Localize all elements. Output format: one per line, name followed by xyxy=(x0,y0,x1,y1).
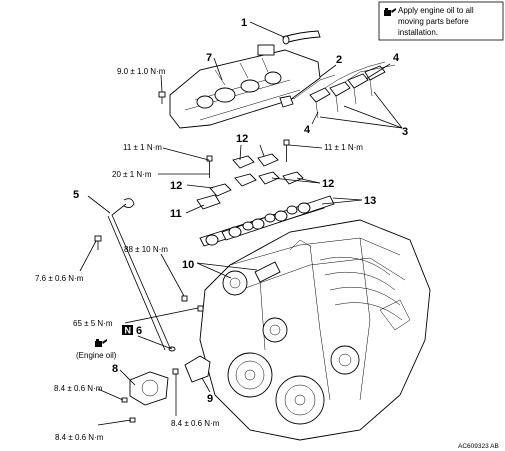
callout-4-top: 4 xyxy=(393,52,400,64)
callout-9: 9 xyxy=(207,393,213,405)
callout-7: 7 xyxy=(206,52,212,64)
callout-11: 11 xyxy=(170,208,182,220)
torque-cap-mid: 20 ± 1 N·m xyxy=(112,170,152,179)
cover-bolt xyxy=(158,91,166,104)
callout-1: 1 xyxy=(241,17,247,29)
engine-oil-label: (Engine oil) xyxy=(76,351,117,360)
gauge-bolt xyxy=(94,235,102,250)
camshaft-caps xyxy=(196,153,304,210)
callout-5: 5 xyxy=(73,189,79,201)
callout-10: 10 xyxy=(182,259,194,271)
torque-65: 65 ± 5 N·m xyxy=(73,319,113,328)
callout-6: 6 xyxy=(136,325,142,337)
leader-lines xyxy=(79,21,403,426)
n-badge: N xyxy=(122,325,133,336)
bolt-88 xyxy=(181,295,188,302)
sensor-bracket xyxy=(172,355,211,383)
oil-note-box: Apply engine oil to all moving parts bef… xyxy=(378,1,504,41)
engine-oil-can-icon xyxy=(95,339,107,347)
rocker-cover xyxy=(169,44,321,129)
callout-2: 2 xyxy=(336,54,342,66)
n-badge-text: N xyxy=(125,326,132,336)
callout-13: 13 xyxy=(364,195,376,207)
bolt-65 xyxy=(197,305,204,312)
torque-88: 88 ± 10 N·m xyxy=(124,245,168,254)
water-fitting xyxy=(121,371,169,423)
callout-12-right: 12 xyxy=(322,178,334,190)
torque-7-6: 7.6 ± 0.6 N·m xyxy=(35,274,84,283)
callout-12-left: 12 xyxy=(170,180,182,192)
callout-4-bottom: 4 xyxy=(304,124,311,136)
oil-note-line1: Apply engine oil to all xyxy=(398,6,474,15)
torque-cap-left: 11 ± 1 N·m xyxy=(123,143,162,152)
ignition-coils xyxy=(309,61,396,119)
callout-8: 8 xyxy=(112,363,118,375)
torque-cover-bolt: 9.0 ± 1.0 N·m xyxy=(117,67,166,76)
oil-note-line2: moving parts before xyxy=(398,17,469,26)
torque-8-4-lower: 8.4 ± 0.6 N·m xyxy=(55,433,104,442)
figure-code: AC609323 AB xyxy=(458,443,499,450)
engine-block xyxy=(199,219,431,441)
oil-can-icon xyxy=(384,8,396,16)
callout-12-top: 12 xyxy=(236,133,248,145)
oil-note-line3: installation. xyxy=(398,28,438,37)
camshafts xyxy=(199,195,335,247)
cover-gasket xyxy=(279,74,336,108)
cap-bolts xyxy=(206,139,290,178)
torque-8-4-upper: 8.4 ± 0.6 N·m xyxy=(54,384,103,393)
oil-level-gauge xyxy=(107,198,171,351)
callout-3: 3 xyxy=(402,126,408,138)
torque-8-4-right: 8.4 ± 0.6 N·m xyxy=(171,419,220,428)
torque-cap-right: 11 ± 1 N·m xyxy=(324,143,363,152)
breather-hose xyxy=(282,30,321,45)
